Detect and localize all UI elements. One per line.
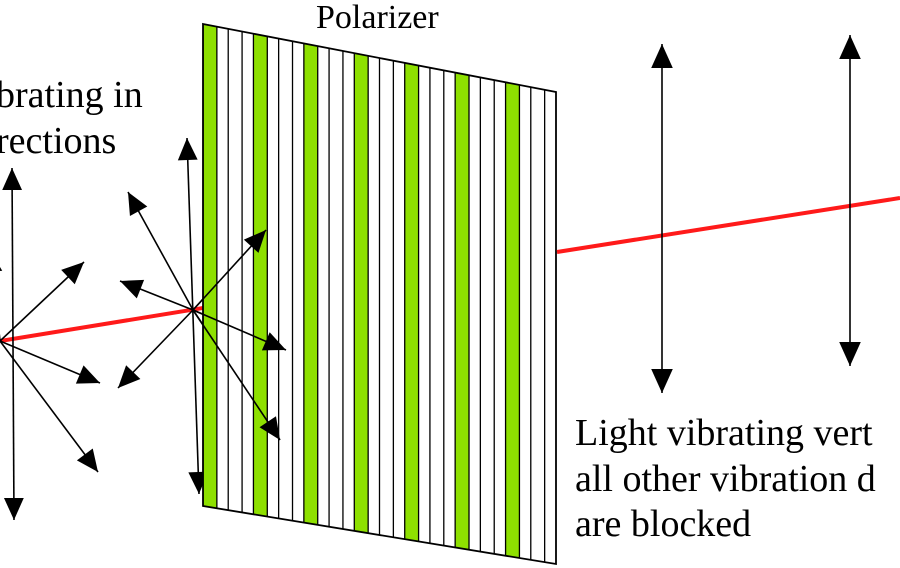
vibration-arrow — [192, 309, 281, 441]
polarizer-stripe — [303, 24, 318, 564]
vertical-vibration-arrow-2 — [839, 35, 861, 366]
polarizer-stripe — [404, 24, 419, 564]
right-label-line3: are blocked — [575, 503, 751, 545]
polarizer-stripe — [354, 24, 369, 564]
polarizer-panel — [202, 22, 557, 566]
right-label-line2: all other vibration d — [575, 458, 876, 500]
vibration-arrow — [0, 266, 3, 341]
vibration-arrow — [192, 229, 267, 311]
polarizer-label: Polarizer — [316, 0, 439, 36]
vibration-arrow — [0, 340, 101, 384]
vibration-arrow — [119, 279, 194, 311]
right-label-line1: Light vibrating vert — [575, 412, 873, 454]
vibration-arrow — [0, 340, 99, 473]
vibration-arrow — [117, 309, 194, 389]
polarizer-stripe — [203, 24, 217, 564]
vibration-arrow — [651, 44, 673, 393]
vibration-arrow — [0, 261, 85, 342]
polarizer-stripe — [455, 24, 470, 564]
unpolarized-vibration-arrows-front — [0, 167, 101, 521]
polarizer-stripe — [253, 24, 268, 564]
vibration-arrows-over-polarizer — [192, 229, 287, 441]
left-label-line2: rections — [0, 120, 116, 162]
vibration-arrow — [839, 35, 861, 366]
vertical-vibration-arrow-1 — [651, 44, 673, 393]
vibration-arrow — [192, 309, 287, 351]
left-label-line1: brating in — [0, 74, 143, 116]
vibration-arrow — [2, 167, 24, 521]
polarized-light-beam — [556, 196, 900, 254]
polarizer-stripe — [505, 24, 520, 564]
vibration-arrow — [127, 191, 194, 311]
